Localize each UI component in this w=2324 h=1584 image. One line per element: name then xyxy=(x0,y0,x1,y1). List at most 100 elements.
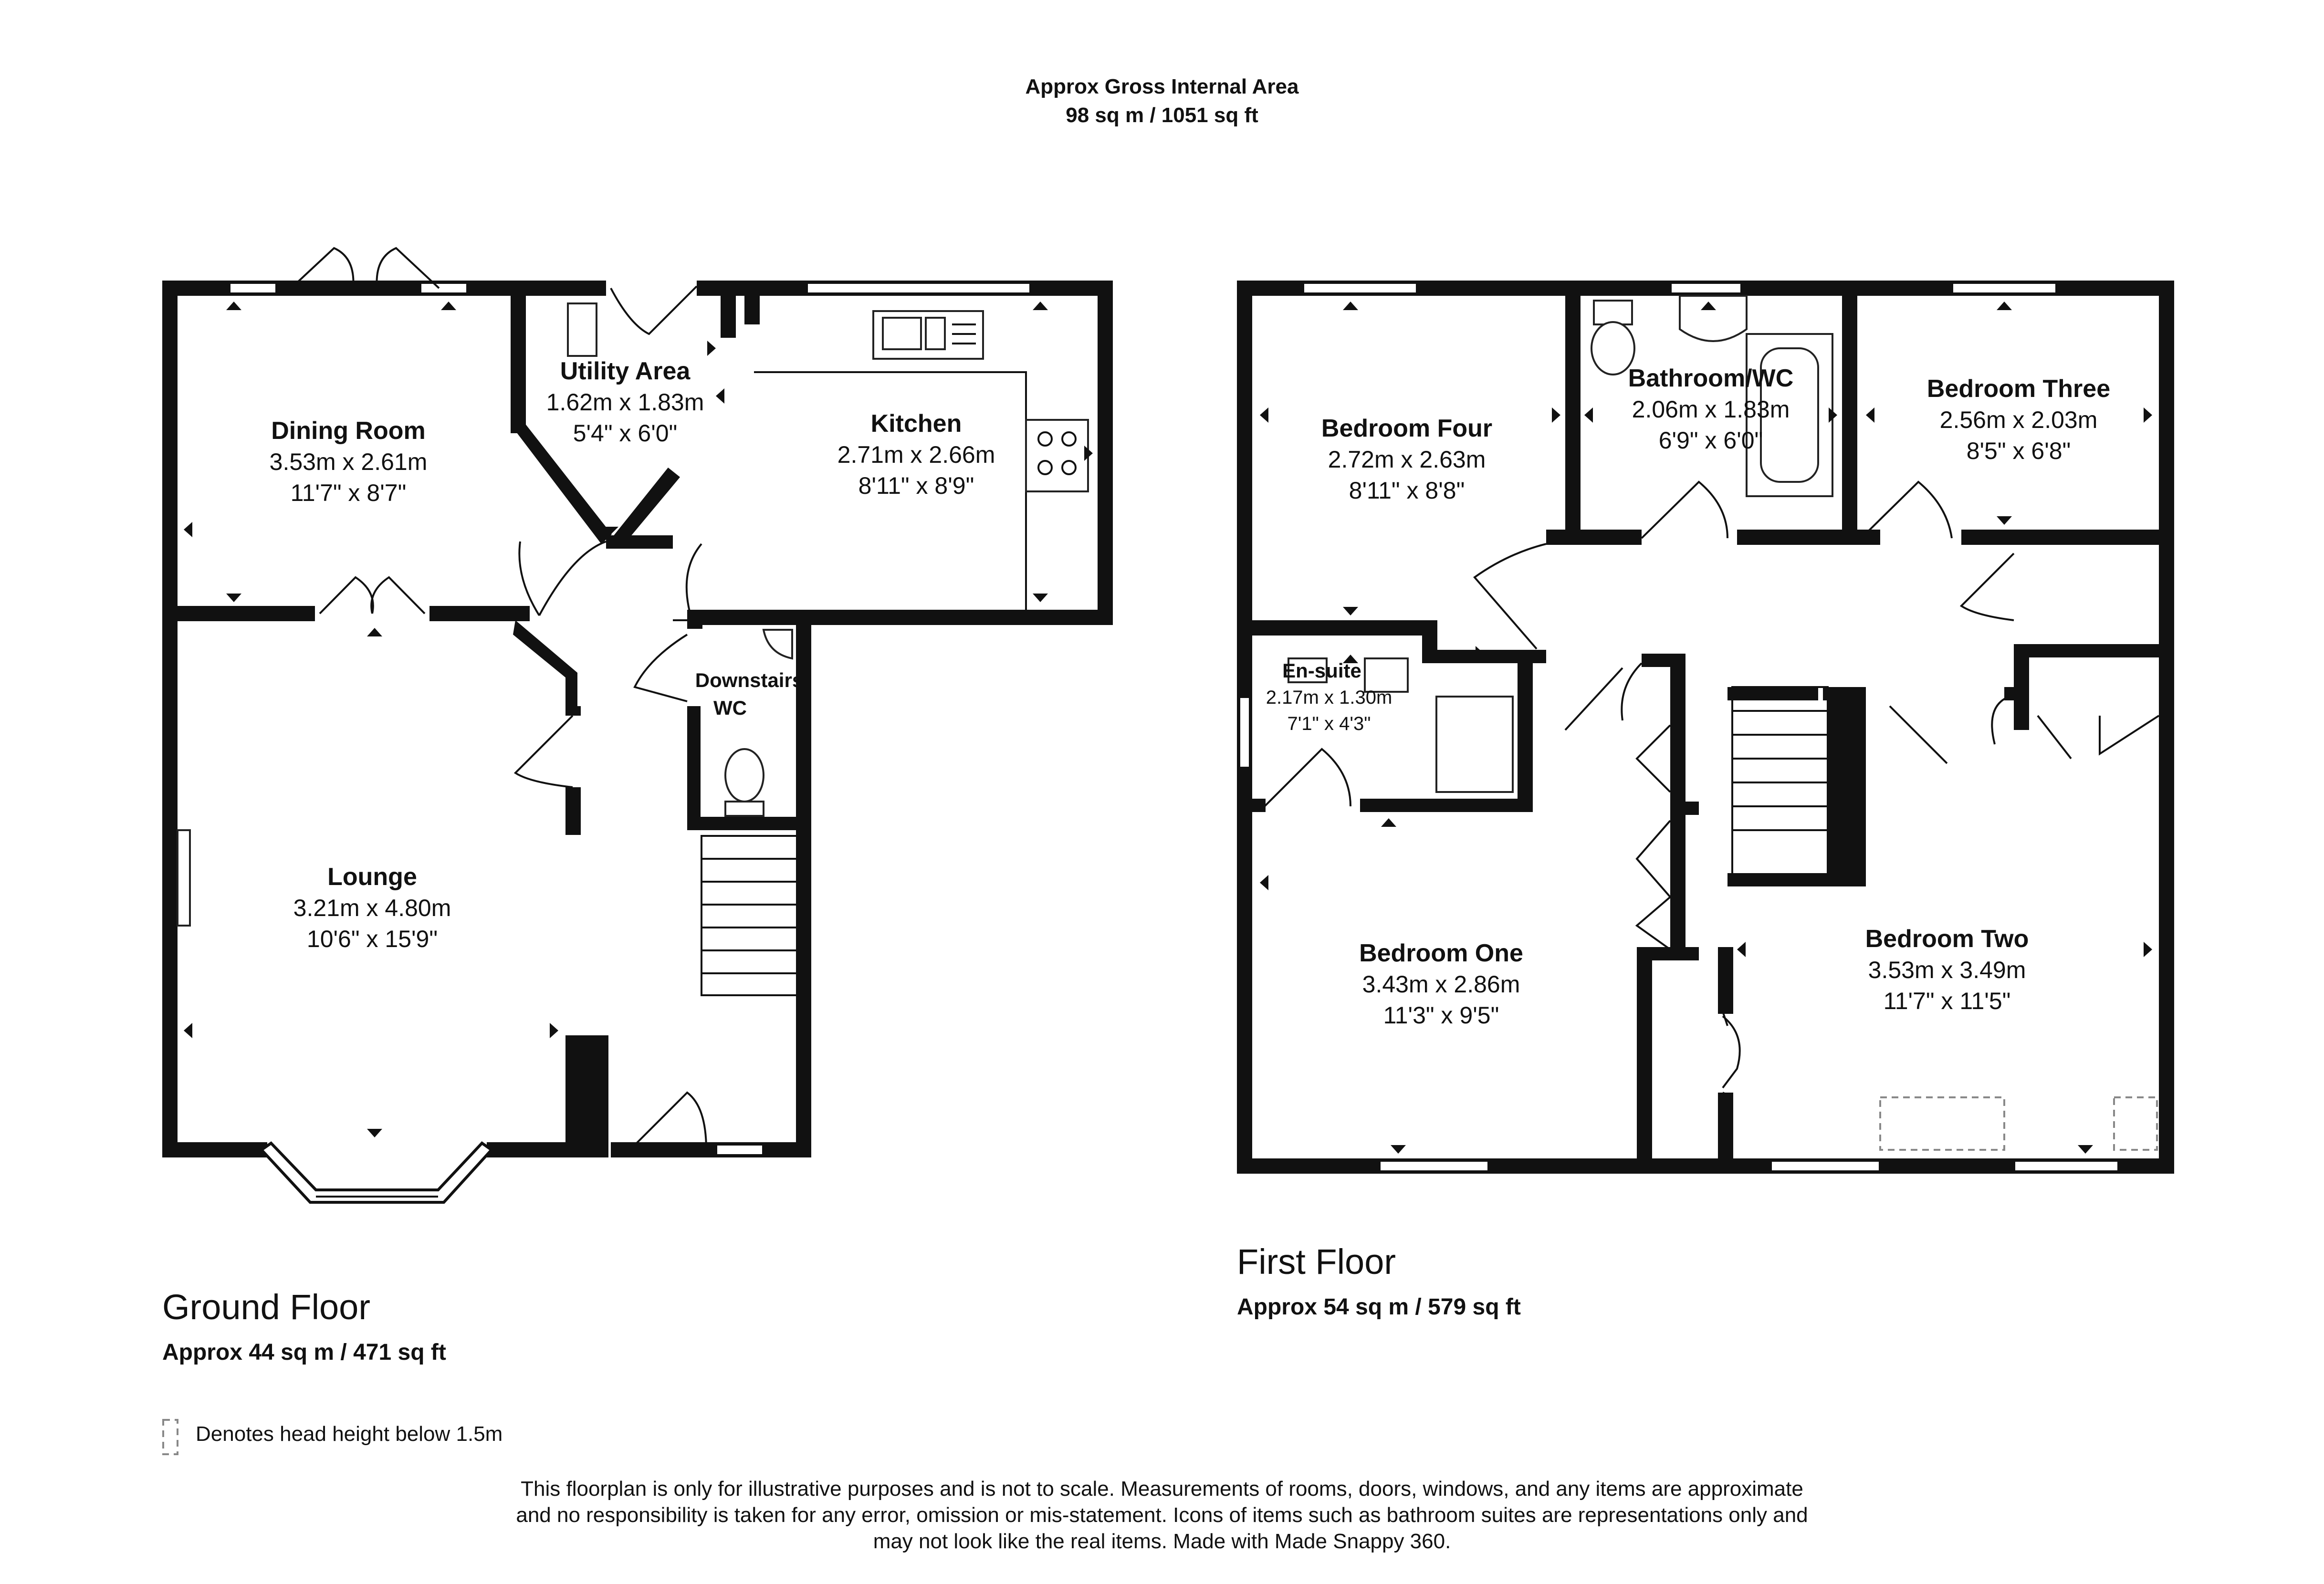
ff-wall-ensuite-right xyxy=(1518,650,1533,812)
gf-wall-left xyxy=(162,281,178,1157)
ff-wall-bath-bottom-b xyxy=(1737,530,1856,545)
gf-wall-lounge-diag xyxy=(513,620,577,711)
bedroom-four-metric: 2.72m x 2.63m xyxy=(1328,446,1486,473)
gf-wall-kitchen-left-stub xyxy=(721,281,736,338)
ff-window-bed2-b xyxy=(2012,1159,2120,1173)
ground-floor-area: Approx 44 sq m / 471 sq ft xyxy=(162,1340,446,1365)
dining-room-imperial: 11'7" x 8'7" xyxy=(291,479,407,506)
gross-area-title: Approx Gross Internal Area xyxy=(1026,75,1299,98)
gf-window-kitchen xyxy=(805,281,1032,295)
gf-arrow xyxy=(1033,302,1048,310)
gf-arrow xyxy=(184,1023,192,1038)
gf-french-doors-lounge xyxy=(319,576,426,615)
gf-window-dining-1 xyxy=(228,281,278,295)
ensuite-shower xyxy=(1435,696,1514,793)
ff-door-bed2-cup xyxy=(1722,1015,1741,1089)
gf-arrow xyxy=(367,1129,382,1137)
kitchen-sink-bowl-2 xyxy=(925,317,946,350)
lounge-fireplace xyxy=(177,829,191,927)
gf-arrow xyxy=(1033,594,1048,602)
ff-wall-bed2-bottom xyxy=(1718,1093,1733,1174)
bath-tub-inner xyxy=(1760,347,1819,483)
ff-arrow xyxy=(1552,407,1560,423)
gf-arrow xyxy=(226,594,241,602)
first-floor-area: Approx 54 sq m / 579 sq ft xyxy=(1237,1294,1521,1320)
ff-arrow xyxy=(1391,1145,1406,1154)
lounge-name: Lounge xyxy=(327,863,417,891)
ff-arrow xyxy=(1866,407,1874,423)
ff-arrow xyxy=(1260,407,1268,423)
gf-window-dining-2 xyxy=(419,281,469,295)
bedroom-four-imperial: 8'11" x 8'8" xyxy=(1349,477,1465,504)
bathroom-name: Bathroom/WC xyxy=(1628,365,1794,392)
ff-window-bed1 xyxy=(1378,1159,1490,1173)
ground-floor-plan: Dining Room 3.53m x 2.61m 11'7" x 8'7" U… xyxy=(162,247,1113,1204)
ff-wall-bed3-bottom-a xyxy=(1852,530,1880,545)
gf-door-utility xyxy=(610,285,698,335)
ff-arrow xyxy=(2144,407,2152,423)
bedroom-three-metric: 2.56m x 2.03m xyxy=(1940,406,2098,433)
ff-arrow xyxy=(1260,875,1268,890)
gf-wall-hall-top xyxy=(606,535,673,549)
ff-arrow xyxy=(1997,302,2012,310)
gf-wall-top-utility xyxy=(511,281,606,296)
bathroom-metric: 2.06m x 1.83m xyxy=(1632,396,1790,423)
legend-dashed-symbol xyxy=(162,1419,178,1455)
utility-area-name: Utility Area xyxy=(560,357,691,385)
ff-arrow xyxy=(1584,407,1593,423)
ground-floor-title: Ground Floor xyxy=(162,1287,370,1327)
ff-wall-stair-right xyxy=(1828,687,1866,883)
kitchen-worktop xyxy=(754,371,1027,610)
gf-bay-window xyxy=(259,1141,494,1204)
gf-wall-lounge-mid xyxy=(565,787,581,835)
ff-window-ensuite xyxy=(1237,695,1252,770)
ff-door-bed2 xyxy=(1889,696,2010,764)
gf-wall-lounge-bottom xyxy=(565,1035,608,1157)
gf-arrow xyxy=(367,628,382,636)
gf-wall-kitchen-stub2 xyxy=(744,296,760,324)
ff-window-bed3 xyxy=(1950,281,2058,295)
bedroom-two-metric: 3.53m x 3.49m xyxy=(1868,957,2026,983)
gf-wall-wc-bottom xyxy=(687,817,811,830)
ff-arrow xyxy=(2144,942,2152,957)
gf-wall-dining-lounge-a xyxy=(162,606,315,621)
wc-basin xyxy=(762,629,793,660)
ff-low-height-area-2 xyxy=(2113,1096,2158,1151)
gf-window-hall xyxy=(714,1143,765,1157)
gf-arrow xyxy=(226,302,241,310)
ff-wall-cupboard2-stub xyxy=(2004,687,2029,700)
ff-window-bed2-a xyxy=(1769,1159,1882,1173)
ff-wall-cupboard-mid xyxy=(1670,802,1699,815)
gf-french-doors-dining xyxy=(290,247,440,289)
disclaimer-line-3: may not look like the real items. Made w… xyxy=(873,1530,1451,1553)
gf-wall-utility-left xyxy=(511,281,526,433)
gf-arrow xyxy=(550,1023,558,1038)
ff-wall-bed3-bottom-b xyxy=(1961,530,2174,545)
ff-door-bed3 xyxy=(1860,480,1953,539)
ff-arrow xyxy=(1829,407,1837,423)
gf-door-lounge xyxy=(513,715,574,788)
ff-wall-stair-top xyxy=(1727,687,1818,700)
ff-wall-bed4-bottom xyxy=(1237,620,1437,636)
disclaimer-line-2: and no responsibility is taken for any e… xyxy=(516,1503,1808,1527)
kitchen-metric: 2.71m x 2.66m xyxy=(837,441,995,468)
ff-arrow xyxy=(1343,607,1358,615)
downstairs-wc-name-1: Downstairs xyxy=(695,669,803,691)
ff-arrow xyxy=(1343,302,1358,310)
gf-wall-bottom-kitchen xyxy=(687,610,1113,625)
ff-wall-ensuite-bottom-l xyxy=(1237,799,1266,812)
lounge-imperial: 10'6" x 15'9" xyxy=(307,926,438,952)
ff-window-bed4 xyxy=(1301,281,1419,295)
ff-arrow xyxy=(1381,818,1396,827)
ensuite-metric: 2.17m x 1.30m xyxy=(1266,687,1392,708)
ff-wall-bath-bed3 xyxy=(1842,281,1857,538)
gf-wall-dining-lounge-b xyxy=(429,606,530,621)
ff-door-bed4 xyxy=(1473,543,1547,650)
gf-arrow xyxy=(603,527,618,534)
bedroom-one-name: Bedroom One xyxy=(1359,939,1523,967)
dining-room-metric: 3.53m x 2.61m xyxy=(270,448,428,475)
bath-basin xyxy=(1679,295,1748,342)
ff-wall-ensuite-bottom xyxy=(1360,799,1533,812)
ff-stairs xyxy=(1731,686,1829,884)
